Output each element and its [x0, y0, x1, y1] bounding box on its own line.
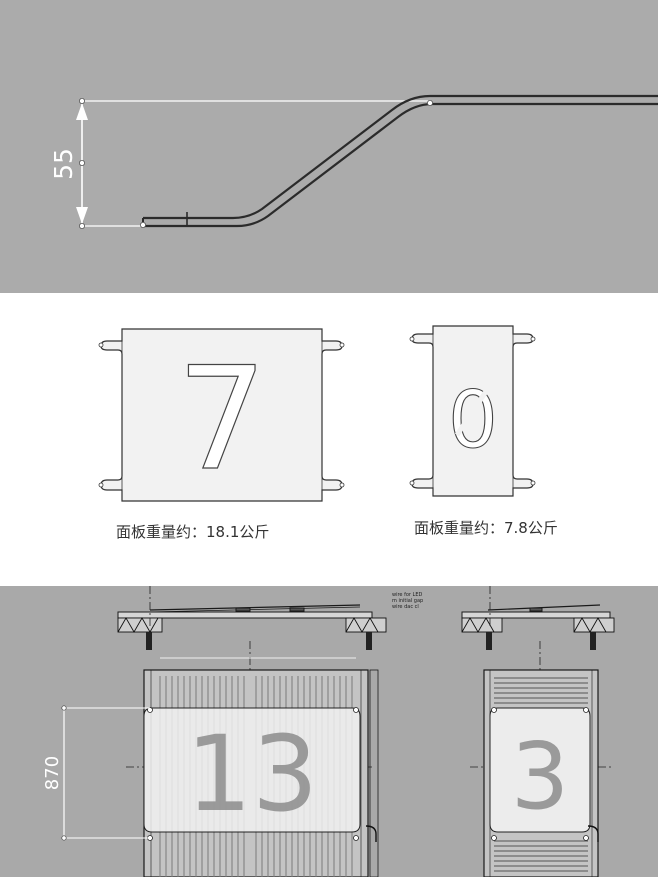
- dimension-label-55: 55: [49, 148, 78, 180]
- installation-section: 13 3: [0, 586, 658, 877]
- panel-left-weight-caption: 面板重量约：18.1公斤: [116, 523, 270, 541]
- dimension-point-top: [79, 98, 86, 105]
- pipe-outer-edge: [143, 94, 658, 220]
- pipe-bend-point: [426, 100, 433, 107]
- profile-section: 55: [0, 0, 658, 293]
- panel-left-number-bottom: 13: [186, 713, 318, 835]
- annotation-initial-gap: m initial gap: [392, 598, 424, 604]
- pipe-profile-drawing: [76, 94, 658, 229]
- arrow-down-icon: [76, 207, 88, 224]
- panels-drawing: 7 0: [98, 325, 536, 503]
- hanger-fittings: [146, 632, 596, 650]
- cable-hook-left: [365, 825, 377, 842]
- panel-section: 7 0 面板重量约：18.1公斤 面板重量约：7.8公斤: [0, 293, 658, 586]
- mounting-rail: [117, 604, 611, 619]
- truss-blocks: [117, 617, 615, 633]
- installation-drawing: 13 3: [61, 586, 615, 877]
- dimension-point-bottom: [79, 222, 86, 229]
- number-panel-left: [143, 707, 361, 841]
- annotation-wire-led: wire for LED: [392, 592, 423, 598]
- dimension-label-870: 870: [42, 755, 63, 791]
- pipe-inner-edge: [143, 102, 658, 228]
- cable-hook-right: [587, 825, 599, 842]
- led-lamellas-right: [494, 677, 588, 872]
- number-panel-right: [489, 707, 591, 841]
- arrow-up-icon: [76, 103, 88, 120]
- dimension-870: [61, 705, 150, 841]
- pipe-start-point: [139, 221, 146, 228]
- dimension-point-mid: [79, 159, 86, 166]
- annotation-wire-dac: wire dac cl: [392, 604, 419, 610]
- panel-right-number-bottom: 3: [511, 723, 570, 830]
- panel-left-number: 7: [177, 337, 267, 502]
- panel-right-weight-caption: 面板重量约：7.8公斤: [414, 519, 558, 537]
- zero-stencil-bridge: [454, 385, 492, 437]
- panel-left-outline: [98, 328, 345, 502]
- panel-right-number: 0: [448, 376, 498, 466]
